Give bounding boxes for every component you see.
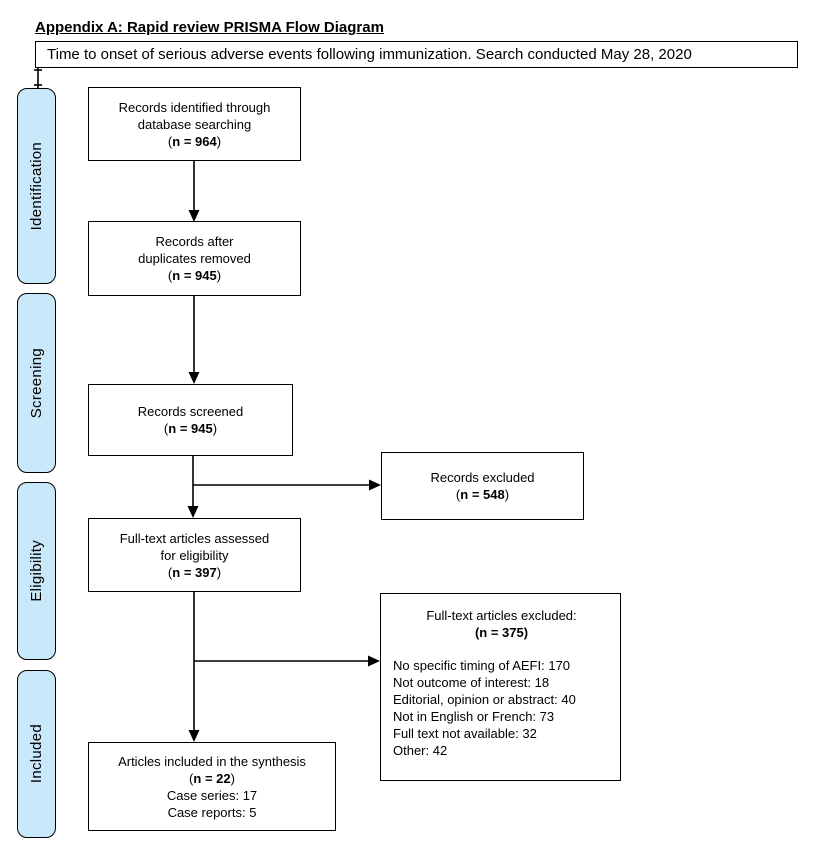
arrow-screened-to-assessed-icon [187,456,199,518]
arrow-identified-to-duplicates-icon [188,160,200,222]
box-articles-included: Articles included in the synthesis(n = 2… [88,742,336,831]
stage-label-identification-text: Identification [28,141,45,231]
page-title: Appendix A: Rapid review PRISMA Flow Dia… [35,19,384,36]
stage-label-screening-text: Screening [28,347,45,419]
arrow-screened-to-excluded-icon [193,479,381,491]
stage-label-eligibility: Eligibility [17,482,56,660]
connector-note-to-identification [34,67,42,88]
stage-label-identification: Identification [17,88,56,284]
search-note-box: Time to onset of serious adverse events … [35,41,798,68]
arrow-duplicates-to-screened-icon [188,295,200,384]
arrow-assessed-to-fulltext-excluded-icon [194,655,380,667]
stage-label-included-text: Included [28,724,45,784]
stage-label-screening: Screening [17,293,56,473]
stage-label-included: Included [17,670,56,838]
box-records-screened: Records screened(n = 945) [88,384,293,456]
stage-label-eligibility-text: Eligibility [28,540,45,602]
search-note-text: Time to onset of serious adverse events … [47,46,692,63]
box-fulltext-excluded: Full-text articles excluded:(n = 375)No … [380,593,621,781]
arrow-assessed-to-included-icon [188,591,200,742]
box-records-excluded: Records excluded(n = 548) [381,452,584,520]
